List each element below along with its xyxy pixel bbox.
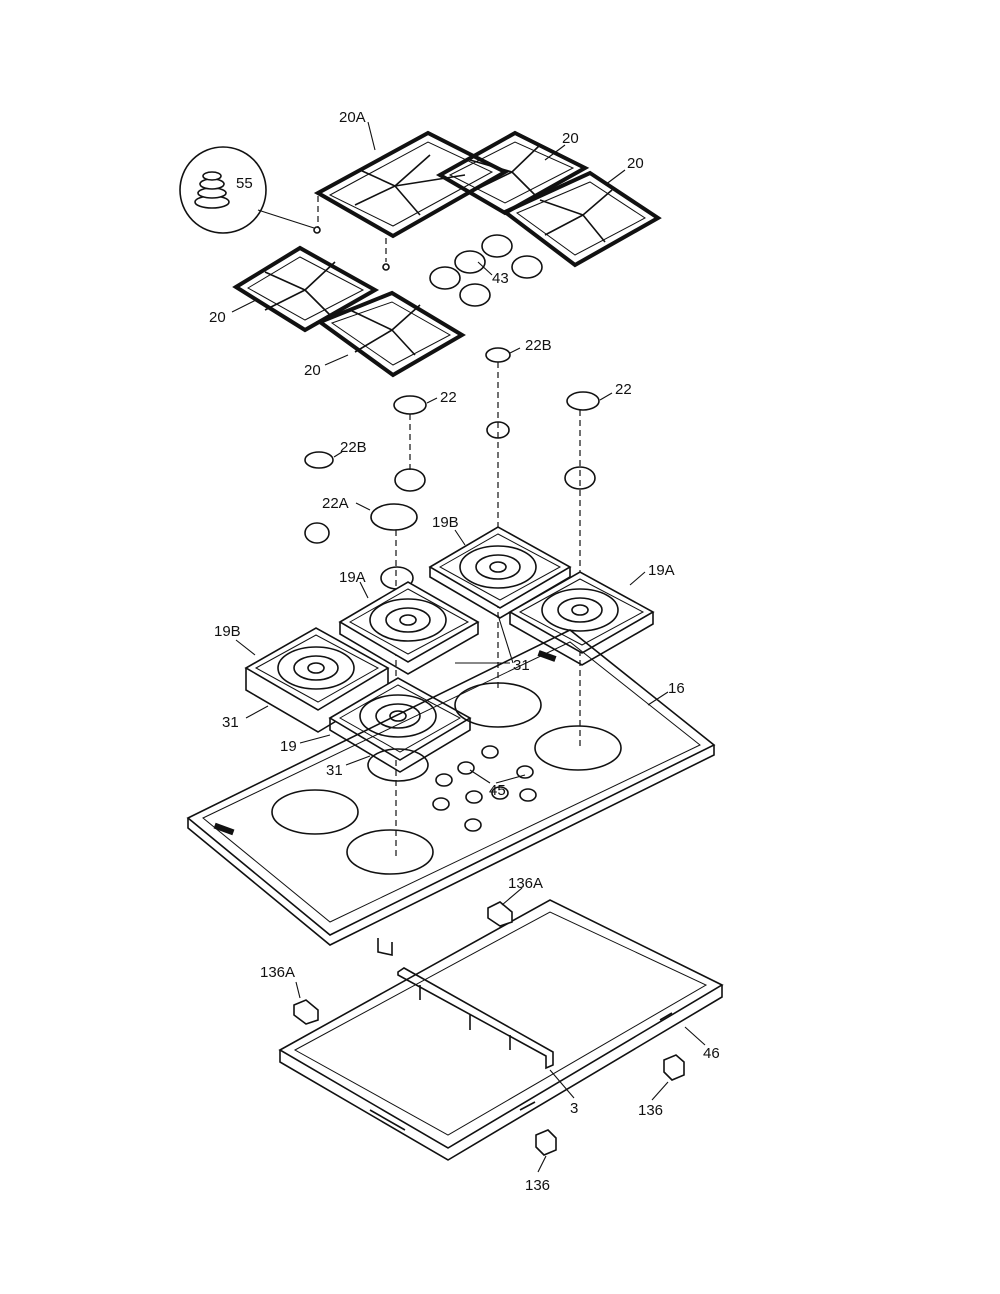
grate-20-left-1 (232, 245, 380, 333)
callout-labels: 55 20A 20 20 20 20 43 22B 22 22 22B 22A … (209, 109, 720, 1194)
callout-31-left: 31 (222, 714, 239, 731)
callout-19a-left: 19A (339, 569, 366, 586)
callout-22b-top: 22B (525, 337, 552, 354)
callout-19b-top: 19B (432, 514, 459, 531)
grate-20-left-2 (315, 290, 466, 378)
drip-pan-19 (328, 677, 472, 773)
callout-19: 19 (280, 738, 297, 755)
callout-43: 43 (492, 270, 509, 287)
callout-19b-left: 19B (214, 623, 241, 640)
knobs-43 (429, 234, 543, 307)
callout-20-top-right-1: 20 (562, 130, 579, 147)
callout-45: 45 (489, 782, 506, 799)
clips-136 (293, 901, 685, 1156)
callout-20-left-1: 20 (209, 309, 226, 326)
callout-31-center: 31 (513, 657, 530, 674)
leader-lines (231, 121, 706, 1173)
callout-136a-top: 136A (508, 875, 543, 892)
callout-46: 46 (703, 1045, 720, 1062)
callout-55: 55 (236, 175, 253, 192)
drip-pan-19a-left (338, 581, 480, 675)
callout-19a-right: 19A (648, 562, 675, 579)
callout-20a: 20A (339, 109, 366, 126)
callout-20-top-right-2: 20 (627, 155, 644, 172)
callout-22-left: 22 (440, 389, 457, 406)
callout-22-right: 22 (615, 381, 632, 398)
burner-caps (304, 347, 613, 590)
drip-pan-19b-left (244, 627, 390, 733)
callout-16: 16 (668, 680, 685, 697)
callout-136a-left: 136A (260, 964, 295, 981)
callout-22b-left: 22B (340, 439, 367, 456)
callout-136-right: 136 (638, 1102, 663, 1119)
burner-box-46 (278, 899, 724, 1161)
drip-pan-19b-top (428, 526, 572, 619)
callout-20-left-2: 20 (304, 362, 321, 379)
grate-20a (313, 130, 510, 262)
callout-3: 3 (570, 1100, 578, 1117)
callout-22a: 22A (322, 495, 349, 512)
callout-31-bottom: 31 (326, 762, 343, 779)
grate-20-top-right-1 (435, 130, 590, 216)
bracket-3 (397, 967, 554, 1070)
grate-20-top-right-2 (501, 170, 662, 268)
part-55-detail (179, 146, 390, 271)
callout-136-bottom: 136 (525, 1177, 550, 1194)
cooktop-16 (186, 629, 716, 956)
